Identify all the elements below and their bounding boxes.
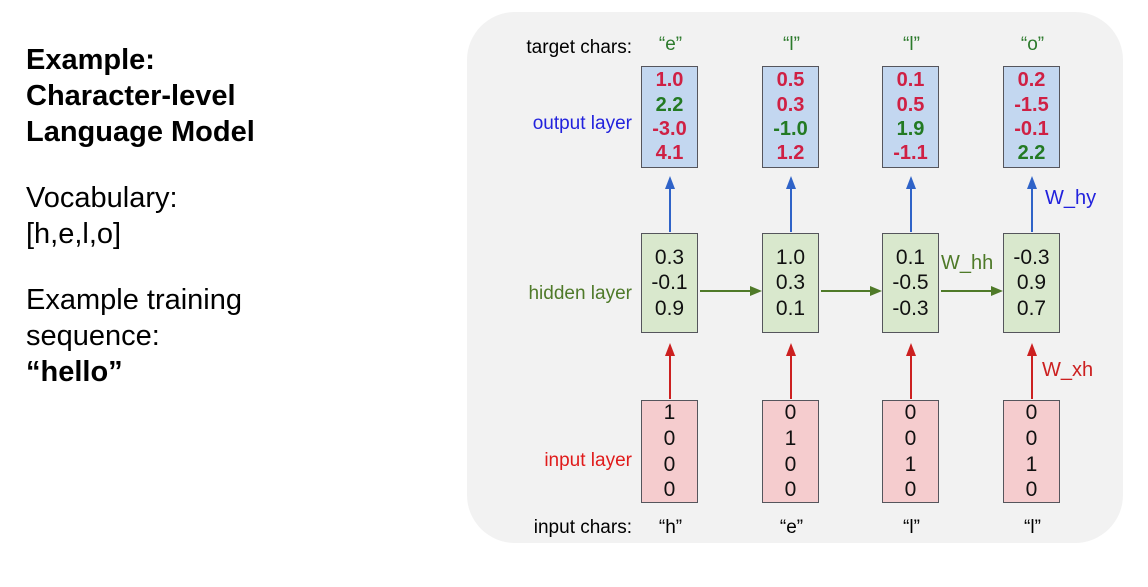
- output-value: -1.1: [893, 142, 928, 165]
- output-value: 4.1: [655, 142, 684, 165]
- input-value: 0: [904, 478, 917, 502]
- heading-line-3: Language Model: [26, 116, 255, 148]
- hidden-to-output-arrow-1: [662, 176, 678, 232]
- hidden-value: 0.9: [654, 296, 685, 320]
- input-value: 0: [1025, 401, 1038, 425]
- target-char-3: “l”: [903, 34, 920, 55]
- heading-line-1: Example:: [26, 44, 155, 76]
- output-value: 0.3: [776, 93, 805, 116]
- input-to-hidden-arrow-4: [1024, 343, 1040, 399]
- recurrent-arrow-3: [941, 284, 1003, 298]
- rnn-diagram-panel: target chars: output layer hidden layer …: [467, 12, 1123, 543]
- hidden-value: 0.9: [1016, 271, 1047, 295]
- hidden-value: 0.1: [895, 245, 926, 269]
- hidden-value: -0.3: [1013, 245, 1050, 269]
- weight-label-w-xh: W_xh: [1042, 359, 1094, 381]
- target-char-4: “o”: [1020, 34, 1045, 55]
- input-to-hidden-arrow-3: [903, 343, 919, 399]
- output-value: 0.5: [776, 69, 805, 92]
- hidden-value: -0.5: [892, 271, 929, 295]
- hidden-to-output-arrow-4: [1024, 176, 1040, 232]
- vocabulary-block: Vocabulary: [h,e,l,o]: [26, 180, 436, 252]
- recurrent-arrow-2: [821, 284, 882, 298]
- input-value: 0: [784, 401, 797, 425]
- input-char-3: “l”: [903, 517, 920, 538]
- hidden-value: 1.0: [775, 245, 806, 269]
- input-value: 0: [663, 478, 676, 502]
- output-value: -0.1: [1014, 118, 1049, 140]
- input-value: 0: [784, 478, 797, 502]
- input-value: 1: [784, 426, 797, 450]
- output-value: -1.0: [773, 118, 808, 140]
- slide-heading: Example: Character-level Language Model: [26, 42, 436, 150]
- input-value: 0: [1025, 478, 1038, 502]
- output-value: 1.9: [896, 118, 925, 140]
- input-value: 0: [663, 426, 676, 450]
- hidden-value: -0.1: [651, 271, 688, 295]
- output-value: 2.2: [655, 93, 684, 116]
- weight-label-w-hy: W_hy: [1045, 187, 1097, 209]
- hidden-to-output-arrow-2: [783, 176, 799, 232]
- input-value: 0: [904, 426, 917, 450]
- vocabulary-value: [h,e,l,o]: [26, 218, 122, 250]
- label-hidden-layer: hidden layer: [528, 283, 632, 304]
- sequence-line-2: sequence:: [26, 320, 160, 352]
- input-value: 0: [784, 452, 797, 476]
- hidden-value: -0.3: [892, 296, 929, 320]
- input-to-hidden-arrow-1: [662, 343, 678, 399]
- input-value: 1: [663, 401, 676, 425]
- left-text-column: Example: Character-level Language Model …: [26, 42, 436, 420]
- hidden-box-3: 0.1-0.5-0.3: [882, 233, 939, 333]
- label-output-layer: output layer: [532, 113, 632, 134]
- output-value: -1.5: [1014, 93, 1049, 116]
- input-value: 0: [904, 401, 917, 425]
- sequence-value: “hello”: [26, 356, 123, 388]
- hidden-value: 0.3: [775, 271, 806, 295]
- output-value: 2.2: [1017, 142, 1046, 165]
- input-to-hidden-arrow-2: [783, 343, 799, 399]
- vocabulary-label: Vocabulary:: [26, 182, 178, 214]
- hidden-to-output-arrow-3: [903, 176, 919, 232]
- hidden-value: 0.1: [775, 296, 806, 320]
- input-char-1: “h”: [658, 517, 683, 538]
- training-sequence-block: Example training sequence: “hello”: [26, 282, 436, 390]
- weight-label-w-hh: W_hh: [941, 252, 994, 274]
- target-char-2: “l”: [783, 34, 800, 55]
- target-char-1: “e”: [658, 34, 683, 55]
- input-value: 1: [1025, 452, 1038, 476]
- label-target-chars: target chars:: [526, 37, 632, 58]
- hidden-value: 0.3: [654, 245, 685, 269]
- label-input-chars: input chars:: [533, 517, 632, 538]
- sequence-line-1: Example training: [26, 284, 242, 316]
- input-value: 0: [663, 452, 676, 476]
- output-value: 0.2: [1017, 69, 1046, 92]
- input-char-2: “e”: [779, 517, 804, 538]
- output-value: 0.5: [896, 93, 925, 116]
- heading-line-2: Character-level: [26, 80, 236, 112]
- label-input-layer: input layer: [544, 450, 632, 471]
- recurrent-arrow-1: [700, 284, 762, 298]
- output-value: 0.1: [896, 69, 925, 92]
- input-value: 1: [904, 452, 917, 476]
- output-value: 1.0: [655, 69, 684, 92]
- hidden-value: 0.7: [1016, 296, 1047, 320]
- output-value: -3.0: [652, 118, 687, 140]
- input-value: 0: [1025, 426, 1038, 450]
- input-char-4: “l”: [1024, 517, 1041, 538]
- output-value: 1.2: [776, 142, 805, 165]
